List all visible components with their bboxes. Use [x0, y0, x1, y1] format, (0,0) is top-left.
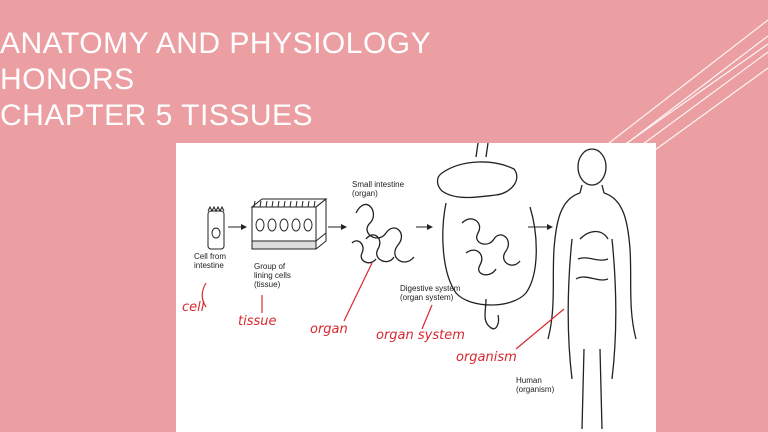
title-line-2: HONORS: [0, 63, 135, 96]
organ-system-pointer-line: [421, 304, 433, 330]
tissue-label-line-2: lining cells: [254, 271, 291, 280]
organ-pointer-line: [343, 262, 373, 322]
title-line-3: CHAPTER 5 TISSUES: [0, 99, 314, 132]
cell-drawing: [207, 205, 225, 250]
organ-system-label-line-1: Digestive system: [400, 284, 461, 293]
organism-pointer-line: [515, 308, 565, 350]
tissue-label-line-1: Group of: [254, 262, 286, 271]
cell-pointer-line: [201, 282, 207, 308]
slide-title: ANATOMY AND PHYSIOLOGY HONORS CHAPTER 5 …: [0, 26, 431, 134]
organ-system-label-line-2: (organ system): [400, 293, 454, 302]
small-intestine-drawing: [351, 204, 415, 264]
handwritten-cell: cell: [182, 300, 205, 315]
organism-label-line-1: Human: [516, 376, 542, 385]
handwritten-organ-system: organ system: [376, 328, 465, 343]
figure-drawing: Cell from intestine Group of lining cell…: [182, 143, 637, 430]
handwritten-organism: organism: [456, 350, 517, 365]
handwritten-organ: organ: [310, 322, 348, 337]
organ-label-line-1: Small intestine: [352, 180, 405, 189]
human-figure-drawing: [547, 148, 637, 430]
levels-of-organization-figure: Cell from intestine Group of lining cell…: [176, 143, 656, 432]
handwritten-tissue: tissue: [238, 314, 277, 329]
digestive-system-drawing: [436, 143, 537, 330]
organ-label-line-2: (organ): [352, 189, 378, 198]
cell-label-line-2: intestine: [194, 261, 224, 270]
title-line-1: ANATOMY AND PHYSIOLOGY: [0, 27, 432, 60]
organism-label-line-2: (organism): [516, 385, 555, 394]
tissue-label-line-3: (tissue): [254, 280, 281, 289]
cell-label-line-1: Cell from: [194, 252, 226, 261]
tissue-drawing: [250, 197, 328, 250]
